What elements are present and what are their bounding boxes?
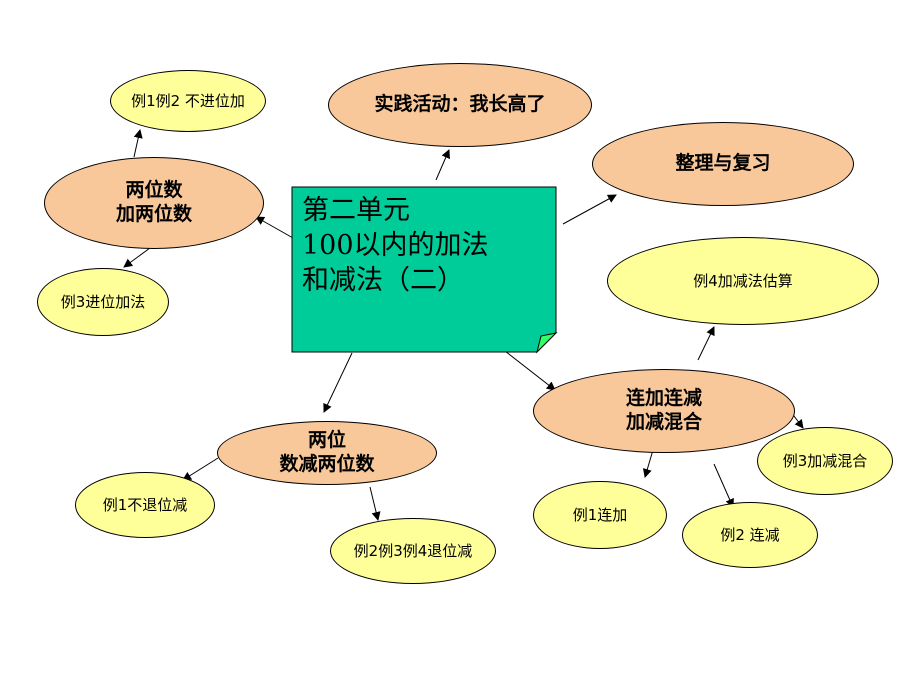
arrow-to-example-1-continuous	[642, 449, 654, 478]
example-1-2-no-carry-node[interactable]: 例1例2 不进位加	[110, 70, 266, 132]
review-label: 整理与复习	[675, 152, 771, 175]
example-1-no-borrow-node[interactable]: 例1不退位减	[75, 472, 215, 538]
review-node[interactable]: 整理与复习	[592, 122, 854, 206]
center-note-box	[291, 186, 558, 354]
arrow-to-two-digit-subtract	[323, 352, 353, 413]
two-digit-subtract-node[interactable]: 两位 数减两位数	[217, 421, 437, 485]
arrow-to-two-digit-add	[255, 216, 294, 239]
example-2-3-4-borrow-label: 例2例3例4退位减	[353, 541, 473, 560]
example-1-continuous-add-node[interactable]: 例1连加	[533, 481, 667, 549]
two-digit-add-label: 两位数 加两位数	[115, 179, 192, 225]
two-digit-subtract-label: 两位 数减两位数	[279, 429, 375, 475]
example-3-carry-node[interactable]: 例3进位加法	[37, 268, 169, 336]
practice-activity-node[interactable]: 实践活动：我长高了	[328, 63, 592, 147]
arrow-to-example-1-no-borrow	[182, 457, 219, 481]
example-1-continuous-add-label: 例1连加	[572, 505, 628, 524]
example-3-carry-label: 例3进位加法	[60, 292, 146, 311]
example-2-continuous-subtract-label: 例2 连减	[720, 525, 780, 544]
arrow-to-example-1-2	[133, 129, 143, 158]
arrow-to-example-2-3-4	[369, 486, 381, 521]
mixed-add-subtract-label: 连加连减 加减混合	[625, 387, 702, 433]
example-1-no-borrow-label: 例1不退位减	[102, 495, 188, 514]
arrow-to-example-3-carry	[123, 247, 151, 268]
arrow-to-practice	[435, 149, 450, 181]
arrow-to-example-4-estimation	[697, 326, 715, 361]
example-2-3-4-borrow-node[interactable]: 例2例3例4退位减	[330, 518, 496, 584]
practice-activity-label: 实践活动：我长高了	[374, 93, 546, 116]
example-3-mixed-node[interactable]: 例3加减混合	[757, 427, 893, 495]
example-3-mixed-label: 例3加减混合	[782, 451, 868, 470]
two-digit-add-node[interactable]: 两位数 加两位数	[44, 157, 264, 249]
arrow-to-example-2-continuous	[713, 463, 734, 508]
arrow-to-review	[562, 194, 617, 225]
example-4-estimation-label: 例4加减法估算	[693, 271, 793, 290]
mixed-add-subtract-node[interactable]: 连加连减 加减混合	[533, 369, 795, 453]
example-2-continuous-subtract-node[interactable]: 例2 连减	[682, 502, 818, 568]
example-4-estimation-node[interactable]: 例4加减法估算	[607, 237, 879, 325]
unit-title: 第二单元 100以内的加法 和减法（二）	[302, 195, 489, 297]
example-1-2-no-carry-label: 例1例2 不进位加	[131, 91, 245, 110]
